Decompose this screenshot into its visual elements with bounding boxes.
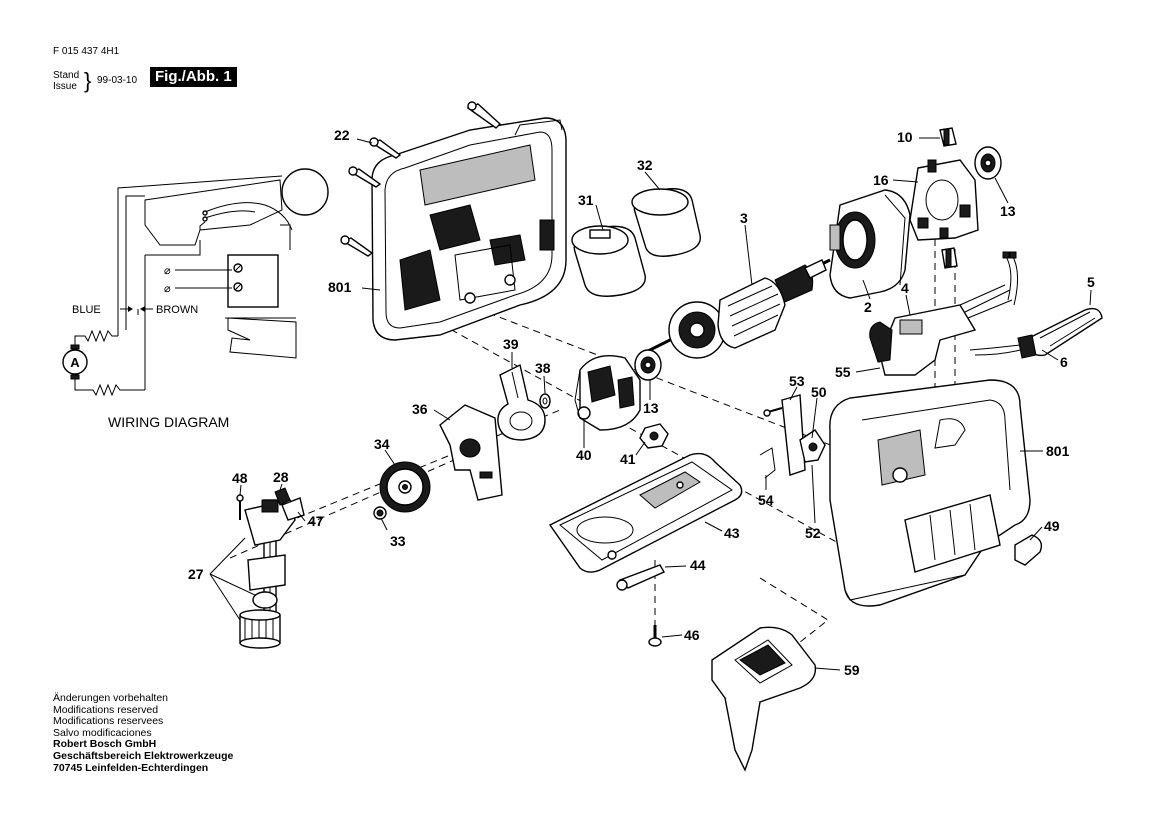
callout-48: 48 bbox=[232, 470, 248, 486]
terminal-symbol: ⌀ bbox=[164, 283, 171, 295]
document-number: F 015 437 4H1 bbox=[53, 46, 120, 57]
stand-label: Stand bbox=[53, 70, 80, 81]
housing-half-right bbox=[829, 379, 1031, 607]
callout-16: 16 bbox=[873, 172, 889, 188]
callout-32: 32 bbox=[637, 157, 653, 173]
footer-line: Modifications reservees bbox=[53, 715, 164, 728]
washer-38 bbox=[539, 393, 551, 409]
callout-59: 59 bbox=[844, 662, 860, 678]
guide-36 bbox=[439, 404, 503, 501]
guide-plate-39 bbox=[497, 363, 546, 441]
clip-53 bbox=[763, 394, 806, 476]
callout-54: 54 bbox=[758, 492, 774, 508]
nut-41 bbox=[639, 423, 669, 449]
part-callouts: 22 801 31 32 3 10 16 13 2 4 5 55 6 39 38… bbox=[188, 127, 1095, 678]
wiring-diagram: ⌀ ⌀ A BLUE BROWN WIRING DIAGRAM bbox=[62, 168, 329, 430]
bearing-13-top bbox=[974, 146, 1002, 180]
callout-10: 10 bbox=[897, 129, 913, 145]
company-division: Geschäftsbereich Elektrowerkzeuge bbox=[53, 749, 234, 762]
footer-line: Modifications reserved bbox=[53, 703, 159, 716]
callout-3: 3 bbox=[740, 210, 748, 226]
motor-symbol: A bbox=[70, 355, 80, 370]
callout-22: 22 bbox=[334, 127, 350, 143]
callout-801-right: 801 bbox=[1046, 443, 1070, 459]
callout-39: 39 bbox=[503, 336, 519, 352]
callout-34: 34 bbox=[374, 436, 390, 452]
callout-52: 52 bbox=[805, 525, 821, 541]
pin-33 bbox=[373, 506, 387, 520]
leader-lines bbox=[209, 137, 1092, 671]
housing-half-left bbox=[371, 117, 567, 341]
callout-27: 27 bbox=[188, 566, 204, 582]
armature-3 bbox=[639, 258, 831, 359]
screw-46 bbox=[648, 625, 662, 647]
wire-brown-label: BROWN bbox=[156, 304, 198, 316]
bearing-cup-31 bbox=[571, 225, 646, 297]
bearing-cup-32 bbox=[631, 188, 701, 257]
callout-44: 44 bbox=[690, 557, 706, 573]
footer-line: Salvo modificaciones bbox=[53, 726, 152, 739]
callout-50: 50 bbox=[811, 384, 827, 400]
callout-46: 46 bbox=[684, 627, 700, 643]
callout-38: 38 bbox=[535, 360, 551, 376]
foot-plate-43 bbox=[548, 452, 743, 573]
callout-13-mid: 13 bbox=[643, 400, 659, 416]
spring-54 bbox=[759, 447, 776, 479]
callout-31: 31 bbox=[578, 192, 594, 208]
callout-49: 49 bbox=[1044, 518, 1060, 534]
footer-line: Änderungen vorbehalten bbox=[53, 692, 169, 704]
callout-43: 43 bbox=[724, 525, 740, 541]
holder-47 bbox=[281, 497, 305, 521]
callout-801-left: 801 bbox=[328, 279, 352, 295]
callout-41: 41 bbox=[620, 451, 636, 467]
callout-2: 2 bbox=[864, 299, 872, 315]
callout-6: 6 bbox=[1060, 354, 1068, 370]
plunger-27 bbox=[239, 499, 296, 649]
power-cord-5 bbox=[969, 307, 1103, 359]
wiring-diagram-title: WIRING DIAGRAM bbox=[108, 414, 229, 430]
callout-36: 36 bbox=[412, 401, 428, 417]
callout-28: 28 bbox=[273, 469, 289, 485]
terminal-symbol: ⌀ bbox=[164, 265, 171, 277]
callout-40: 40 bbox=[576, 447, 592, 463]
issue-label: Issue bbox=[53, 81, 77, 92]
screw-22-set bbox=[340, 101, 502, 257]
callout-4: 4 bbox=[901, 280, 909, 296]
issue-brace: } bbox=[84, 68, 92, 93]
callout-13-top: 13 bbox=[1000, 203, 1016, 219]
splinter-guard-59 bbox=[711, 626, 817, 772]
callout-5: 5 bbox=[1087, 274, 1095, 290]
clamp-44 bbox=[616, 564, 665, 591]
callout-53: 53 bbox=[789, 373, 805, 389]
screw-48 bbox=[236, 494, 244, 520]
callout-33: 33 bbox=[390, 533, 406, 549]
issue-date: 99-03-10 bbox=[97, 75, 138, 86]
footer-notice: Änderungen vorbehalten Modifications res… bbox=[53, 692, 234, 774]
company-address: 70745 Leinfelden-Echterdingen bbox=[53, 761, 209, 774]
lever-49 bbox=[1014, 534, 1043, 566]
brush-holder-16 bbox=[909, 159, 979, 241]
figure-label: Fig./Abb. 1 bbox=[150, 67, 237, 87]
callout-47: 47 bbox=[308, 513, 324, 529]
company-name: Robert Bosch GmbH bbox=[53, 738, 157, 751]
clamp-28 bbox=[274, 487, 291, 506]
switch-4 bbox=[869, 251, 1018, 376]
gear-34 bbox=[379, 461, 431, 513]
field-coil-2 bbox=[829, 189, 911, 299]
carbon-brush-10 bbox=[939, 127, 958, 269]
gear-housing-40 bbox=[574, 355, 641, 431]
callout-55: 55 bbox=[835, 364, 851, 380]
wire-blue-label: BLUE bbox=[72, 304, 101, 316]
bearing-13-mid bbox=[634, 349, 662, 381]
